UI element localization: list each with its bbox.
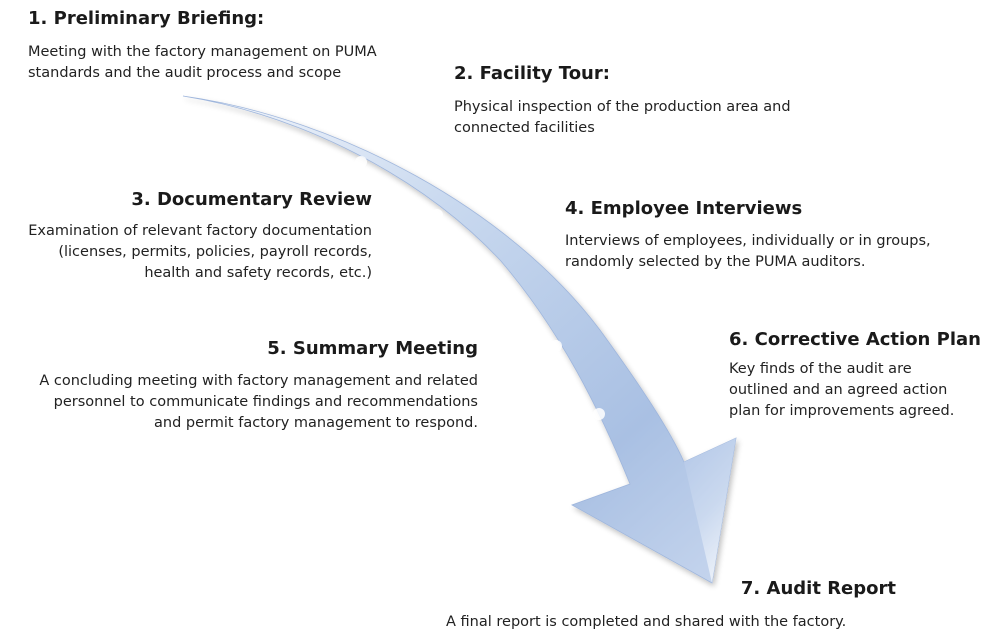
arrow-highlight-dot (593, 408, 605, 420)
arrow-highlight-dot (355, 156, 367, 168)
step-documentary-review: 3. Documentary Review Examination of rel… (28, 188, 372, 284)
step-audit-report: 7. Audit Report A final report is comple… (446, 577, 896, 633)
step-description: Key finds of the audit are outlined and … (729, 359, 981, 422)
step-description-line: standards and the audit process and scop… (28, 65, 342, 81)
step-description: Interviews of employees, individually or… (565, 231, 931, 273)
step-description-line: Meeting with the factory management on P… (28, 44, 377, 60)
step-preliminary-briefing: 1. Preliminary Briefing: Meeting with th… (28, 7, 377, 84)
step-corrective-action-plan: 6. Corrective Action Plan Key finds of t… (729, 328, 981, 422)
step-description: A final report is completed and shared w… (446, 612, 896, 633)
step-description-line: and permit factory management to respond… (154, 415, 478, 431)
step-description-line: Key finds of the audit are (729, 361, 912, 377)
step-description-line: A concluding meeting with factory manage… (39, 373, 478, 389)
step-description-line: A final report is completed and shared w… (446, 614, 847, 630)
step-title: 4. Employee Interviews (565, 198, 803, 219)
step-description-line: connected facilities (454, 120, 595, 136)
step-description-line: Interviews of employees, individually or… (565, 233, 931, 249)
step-title: 2. Facility Tour: (454, 63, 610, 84)
step-description: Examination of relevant factory document… (28, 221, 372, 284)
step-title: 7. Audit Report (740, 578, 896, 599)
step-description: Meeting with the factory management on P… (28, 42, 377, 84)
step-title: 5. Summary Meeting (267, 338, 478, 359)
step-description-line: health and safety records, etc.) (144, 265, 372, 281)
step-description: A concluding meeting with factory manage… (39, 371, 478, 434)
arrow-highlight-dot (431, 209, 443, 221)
step-description-line: Examination of relevant factory document… (28, 223, 372, 239)
step-description-line: Physical inspection of the production ar… (454, 99, 791, 115)
step-title: 6. Corrective Action Plan (729, 329, 981, 350)
step-description: Physical inspection of the production ar… (454, 97, 791, 139)
step-description-line: randomly selected by the PUMA auditors. (565, 254, 866, 270)
step-description-line: outlined and an agreed action (729, 382, 948, 398)
arrow-head-shade (684, 438, 736, 583)
step-description-line: personnel to communicate findings and re… (53, 394, 478, 410)
step-title: 3. Documentary Review (131, 189, 372, 210)
step-description-line: (licenses, permits, policies, payroll re… (58, 244, 372, 260)
step-employee-interviews: 4. Employee Interviews Interviews of emp… (565, 197, 931, 273)
step-description-line: plan for improvements agreed. (729, 403, 955, 419)
step-title: 1. Preliminary Briefing: (28, 8, 265, 29)
arrow-body (182, 95, 737, 584)
arrow-highlight-dot (494, 271, 506, 283)
step-summary-meeting: 5. Summary Meeting A concluding meeting … (39, 337, 478, 434)
arrow-highlight-dot (550, 340, 562, 352)
step-facility-tour: 2. Facility Tour: Physical inspection of… (454, 62, 791, 139)
